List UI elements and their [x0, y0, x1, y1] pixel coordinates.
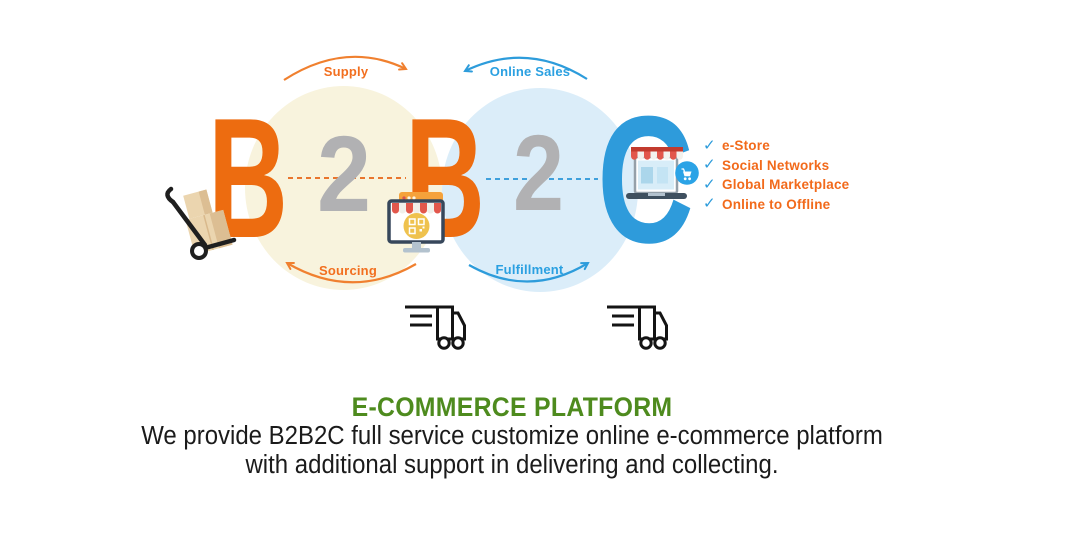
- check-icon: ✓: [703, 195, 716, 213]
- online-sales-arrow: [463, 56, 588, 80]
- checklist: ✓ e-Store ✓ Social Networks ✓ Global Mar…: [703, 136, 849, 214]
- check-icon: ✓: [703, 175, 716, 193]
- awning-icon: [392, 203, 441, 214]
- letter-2-second: 2: [513, 112, 564, 233]
- checklist-item: ✓ Social Networks: [703, 156, 849, 176]
- checklist-item: ✓ e-Store: [703, 136, 849, 156]
- checklist-item: ✓ Online to Offline: [703, 195, 849, 215]
- storefront-laptop-icon: [626, 147, 699, 199]
- delivery-truck-icon: [607, 305, 668, 350]
- qr-code-icon: [408, 218, 425, 235]
- check-icon: ✓: [703, 156, 716, 174]
- supply-label: Supply: [323, 64, 369, 79]
- checklist-item: ✓ Global Marketplace: [703, 175, 849, 195]
- caption: E-COMMERCE PLATFORM We provide B2B2C ful…: [0, 392, 1024, 480]
- caption-line2: with additional support in delivering an…: [245, 450, 779, 479]
- shopping-cart-badge-icon: [675, 161, 699, 185]
- delivery-truck-icon: [405, 305, 466, 350]
- checklist-label: Online to Offline: [722, 196, 831, 212]
- fulfillment-label: Fulfillment: [495, 262, 564, 277]
- online-sales-label: Online Sales: [489, 64, 571, 79]
- check-icon: ✓: [703, 136, 716, 154]
- online-store-monitor-icon: [387, 192, 445, 253]
- consumer-cycle-ellipse: [442, 88, 638, 292]
- awning-icon: [631, 147, 683, 160]
- hand-truck-icon: [165, 186, 237, 260]
- supply-arrow: [283, 55, 408, 81]
- caption-line1: We provide B2B2C full service customize …: [141, 422, 883, 450]
- caption-title: E-COMMERCE PLATFORM: [351, 392, 673, 422]
- checklist-label: e-Store: [722, 138, 770, 154]
- sourcing-label: Sourcing: [319, 263, 377, 278]
- letter-2-first: 2: [317, 113, 371, 234]
- fulfillment-arrow: [468, 261, 590, 283]
- sourcing-arrow: [285, 261, 417, 284]
- checklist-label: Social Networks: [722, 157, 830, 173]
- checklist-label: Global Marketplace: [722, 177, 850, 193]
